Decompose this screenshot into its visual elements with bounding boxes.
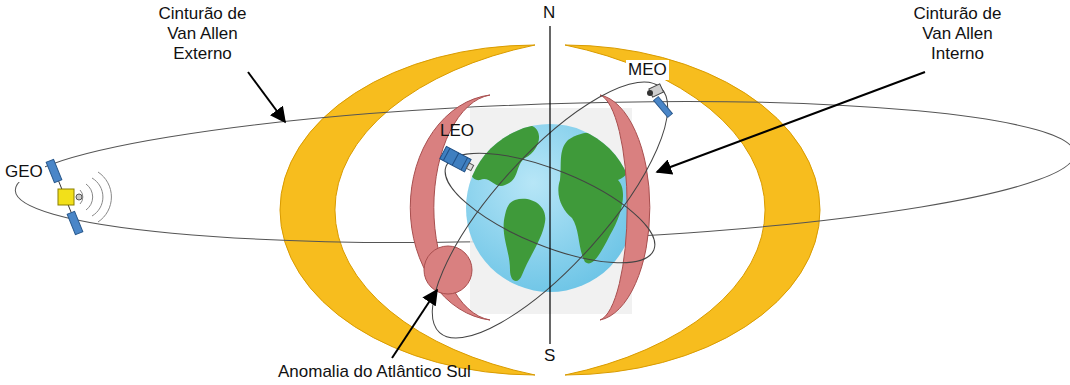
leader-arrow: [657, 72, 925, 172]
meo-satellite: [647, 84, 672, 118]
leader-arrow: [392, 290, 437, 358]
leo-satellite: [440, 146, 476, 174]
south-atlantic-anomaly: [424, 246, 472, 294]
pole-label: N: [543, 3, 555, 23]
orbit-label: LEO: [440, 121, 474, 141]
axis-line: [549, 26, 550, 344]
continent: [558, 132, 632, 263]
region-label: Anomalia do Atlântico Sul: [278, 362, 471, 382]
continent: [504, 199, 546, 281]
belt-label: Cinturão de Van Allen Interno: [900, 4, 1015, 64]
inner-belt: [600, 95, 650, 320]
pole-label: S: [544, 346, 555, 366]
inner-belt: [410, 95, 490, 320]
continent: [468, 122, 539, 186]
leader-arrow: [248, 72, 285, 122]
belt-label: Cinturão de Van Allen Externo: [145, 4, 260, 64]
orbit-label: GEO: [3, 162, 45, 182]
geo-satellite: [46, 159, 111, 234]
orbit-label: MEO: [626, 60, 669, 80]
